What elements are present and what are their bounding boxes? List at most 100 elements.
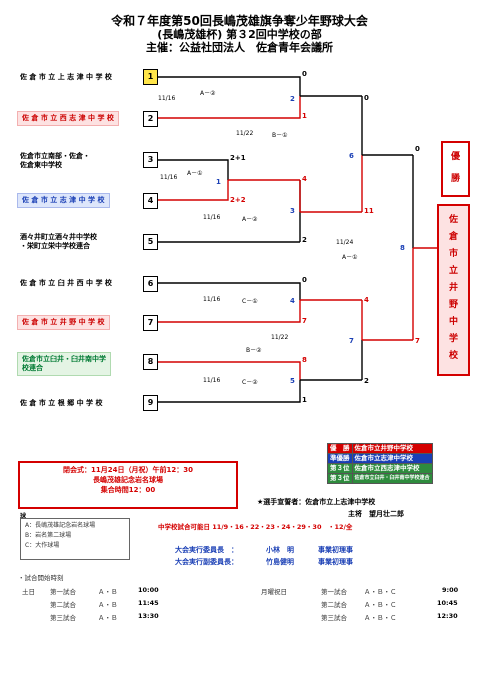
result-row: 第３位佐倉市立西志津中学校 [327, 463, 433, 474]
available-dates: 中学校試合可能日 11/9・16・22・23・24・29・30 ・12/全 [158, 523, 353, 531]
result-row: 優 勝佐倉市立井野中学校 [327, 443, 433, 454]
match-3-date: 11/16 [203, 214, 221, 221]
result-team: 佐倉市立井野中学校 [351, 443, 433, 454]
score: 11 [364, 207, 374, 215]
venue-a: A：長嶋茂雄記念岩名球場 [25, 522, 96, 529]
team-6-name: 佐 倉 市 立 臼 井 西 中 学 校 [20, 279, 112, 287]
score: 1 [216, 178, 221, 186]
score: 8 [302, 356, 307, 364]
schedule-time: 11:45 [138, 599, 159, 607]
team-2-seed: 2 [143, 111, 158, 127]
oath-line: ★選手宣誓者：佐倉市立上志津中学校 [257, 498, 376, 506]
team-2-name: 佐 倉 市 立 西 志 津 中 学 校 [17, 111, 119, 126]
closing-notice: 閉会式：11月24日（月祝）午前12：30 長嶋茂雄記念岩名球場 集合時間12：… [18, 461, 238, 509]
score: 2 [290, 95, 295, 103]
team-4-name: 佐 倉 市 立 志 津 中 学 校 [17, 193, 110, 208]
page-title: 令和７年度第50回長嶋茂雄旗争奪少年野球大会 [111, 14, 368, 28]
champion-team-name: 佐倉市立井野中学校 [448, 215, 458, 361]
schedule-title: ・試合開始時刻 [18, 574, 64, 582]
result-rank: 第３位 [327, 473, 353, 484]
score: 8 [400, 244, 405, 252]
match-7-date: 11/22 [271, 334, 289, 341]
schedule-row: 第一試合 [321, 588, 347, 596]
champion-label-1: 優 [450, 152, 460, 162]
match-1-venue: A－② [200, 90, 216, 97]
match-7-venue: B－② [246, 347, 262, 354]
closing-line-2: 長嶋茂雄記念岩名球場 [93, 476, 163, 484]
schedule-row: 第二試合 [321, 601, 347, 609]
result-rank: 優 勝 [327, 443, 353, 454]
schedule-row: 第二試合 [50, 601, 76, 609]
match-6-date: 11/22 [236, 130, 254, 137]
venue-c: C：大作球場 [25, 542, 60, 549]
score: 7 [415, 337, 420, 345]
score: 4 [364, 296, 369, 304]
closing-line-1: 閉会式：11月24日（月祝）午前12：30 [63, 466, 193, 474]
team-5-seed: 5 [143, 234, 158, 250]
match-4-venue: C－① [242, 298, 258, 305]
vice-role: 事業初理事 [318, 558, 353, 566]
team-6-seed: 6 [143, 276, 158, 292]
team-9-name: 佐 倉 市 立 根 郷 中 学 校 [20, 399, 103, 407]
result-team: 佐倉市立臼井・臼井南中学校連合 [351, 473, 433, 484]
schedule-time: 9:00 [442, 586, 459, 594]
schedule-time: 13:30 [138, 612, 159, 620]
schedule-fields: Ａ・Ｂ [98, 614, 118, 622]
result-row: 準優勝佐倉市立志津中学校 [327, 453, 433, 464]
schedule-left-head: 土日 [22, 588, 35, 596]
team-9-seed: 9 [143, 395, 158, 411]
result-team: 佐倉市立西志津中学校 [351, 463, 433, 474]
page-subtitle: (長嶋茂雄杯) 第３2回中学校の部 [157, 28, 322, 41]
schedule-time: 10:00 [138, 586, 159, 594]
match-5-date: 11/16 [203, 377, 221, 384]
score: 2 [302, 236, 307, 244]
result-rank: 第３位 [327, 463, 353, 474]
schedule-fields: Ａ・Ｂ・Ｃ [364, 601, 397, 609]
match-2-venue: A－① [187, 170, 203, 177]
team-1-seed: 1 [143, 69, 158, 85]
closing-line-3: 集合時間12：00 [100, 486, 156, 494]
team-1-name: 佐 倉 市 立 上 志 津 中 学 校 [20, 73, 112, 81]
score: 0 [415, 145, 420, 153]
chair-name: 小林 明 [266, 546, 294, 554]
match-8-venue: A－① [342, 254, 358, 261]
venue-b: B：岩名第二球場 [25, 532, 72, 539]
vice-name: 竹島健明 [266, 558, 294, 566]
schedule-fields: Ａ・Ｂ [98, 588, 118, 596]
schedule-fields: Ａ・Ｂ・Ｃ [364, 588, 397, 596]
match-3-venue: A－② [242, 216, 258, 223]
score: 4 [290, 297, 295, 305]
champion-team-box: 佐倉市立井野中学校 [437, 204, 470, 376]
team-4-seed: 4 [143, 193, 158, 209]
organizer: 主催：公益社団法人 佐倉青年会議所 [146, 41, 333, 54]
score: 7 [302, 317, 307, 325]
score: 2+1 [230, 154, 246, 162]
team-7-seed: 7 [143, 315, 158, 331]
match-5-venue: C－② [242, 379, 258, 386]
match-2-date: 11/16 [160, 174, 178, 181]
score: 1 [302, 112, 307, 120]
captain-line: 主将 望月壮二郎 [348, 510, 404, 518]
team-3-seed: 3 [143, 152, 158, 168]
team-8-seed: 8 [143, 354, 158, 370]
chair-label: 大会実行委員長 ： [175, 546, 238, 554]
champion-label-2: 勝 [450, 174, 460, 184]
result-rank: 準優勝 [327, 453, 353, 464]
score: 6 [349, 152, 354, 160]
venues-head: 球 [20, 513, 27, 520]
schedule-fields: Ａ・Ｂ [98, 601, 118, 609]
match-4-date: 11/16 [203, 296, 221, 303]
schedule-right-head: 月曜祝日 [261, 588, 287, 596]
score: 3 [290, 207, 295, 215]
score: 0 [302, 70, 307, 78]
match-6-venue: B－① [272, 132, 288, 139]
result-team: 佐倉市立志津中学校 [351, 453, 433, 464]
score: 0 [302, 276, 307, 284]
match-8-date: 11/24 [336, 239, 354, 246]
schedule-row: 第三試合 [321, 614, 347, 622]
team-3-name: 佐倉市立南部・佐倉・ 佐倉東中学校 [20, 152, 90, 169]
match-1-date: 11/16 [158, 95, 176, 102]
score: 7 [349, 337, 354, 345]
score: 1 [302, 396, 307, 404]
team-5-name: 酒々井町立酒々井中学校 ・栄町立栄中学校連合 [20, 233, 97, 250]
